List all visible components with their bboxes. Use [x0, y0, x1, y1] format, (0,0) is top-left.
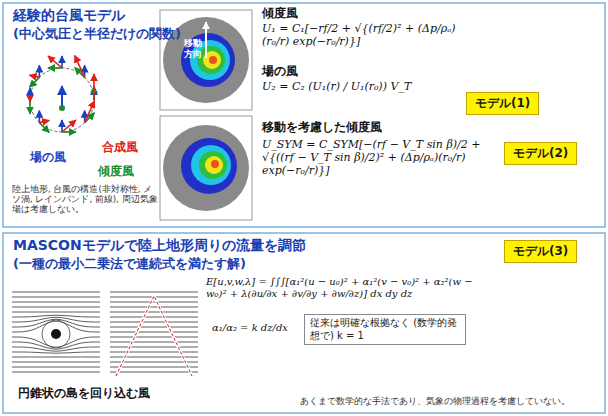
formula: U₂ = C₂ (U₁(r) / U₁(r₀)) V_T [262, 80, 452, 93]
streamline [12, 315, 100, 317]
wind-contour [181, 138, 237, 194]
typhoon-circle [30, 68, 94, 132]
note: あくまで数学的な手法であり、気象の物理過程を考慮していない。 [300, 396, 570, 406]
cone-outline [116, 296, 192, 376]
wind-contour [191, 145, 231, 185]
image-label: 移動方向 [184, 38, 204, 60]
panel-title: 経験的台風モデル [13, 7, 125, 25]
streamline [12, 352, 100, 353]
panel-title: MASCONモデルで陸上地形周りの流量を調節 [13, 237, 306, 255]
resultant-wind-arrow [48, 56, 62, 68]
streamline [110, 317, 198, 318]
field-wind-arrow [29, 88, 31, 100]
streamline [12, 302, 100, 303]
formula: α₁/α₂ = k dz/dx [212, 322, 294, 334]
streamline [12, 292, 100, 293]
field-wind-arrow [39, 65, 41, 77]
resultant-wind-arrow [62, 120, 76, 132]
wind-contour [199, 151, 227, 179]
streamline [110, 302, 198, 303]
wind-schematic [29, 55, 94, 132]
wind-contour [209, 56, 217, 64]
streamline [110, 312, 198, 313]
box-text: モデル(3) [513, 243, 568, 260]
wind-contour [211, 160, 219, 168]
streamline [12, 367, 100, 368]
island-dot [51, 329, 61, 339]
formula: U₁ = C₁[−rf/2 + √{(rf/2)² + (Δp/ρₐ)(r₀/r… [262, 22, 462, 48]
wind-label: 場の風 [30, 150, 66, 164]
resultant-wind-arrow [29, 100, 31, 102]
wind-contour [163, 125, 249, 211]
gradient-wind-arrow [48, 67, 62, 69]
model-tag: モデル(3) [504, 240, 577, 263]
figure-caption: 円錐状の島を回り込む風 [18, 386, 150, 400]
wind-contour [181, 33, 235, 87]
wind-label: 合成風 [102, 140, 138, 154]
wind-contour [205, 156, 223, 174]
streamline [110, 367, 198, 368]
note-box: 従来は明確な根拠なく (数学的発想で) k = 1 [304, 314, 466, 345]
formula: E[u,v,w,λ] = ∫∫∫[α₁²(u − u₀)² + α₁²(v − … [206, 276, 496, 300]
resultant-wind-arrow [39, 121, 49, 123]
model-tag: モデル(1) [466, 92, 539, 115]
streamline [110, 292, 198, 293]
resultant-wind-arrow [29, 75, 39, 77]
box-text: モデル(1) [475, 95, 530, 112]
box-text: 従来は明確な根拠なく (数学的発想で) k = 1 [310, 317, 460, 342]
streamline [12, 357, 100, 358]
typhoon-image [160, 116, 252, 220]
streamline [12, 297, 100, 298]
flow-around-island [12, 292, 100, 372]
streamline [110, 352, 198, 353]
gradient-wind-arrow [39, 123, 49, 133]
resultant-wind-arrow [75, 55, 85, 77]
typhoon-image [160, 10, 252, 110]
note: 陸上地形, 台風の構造(非対称性, メソ渦, レインバンド, 前線), 周辺気象… [12, 184, 158, 215]
wind-label: 傾度風 [98, 164, 134, 178]
streamline [12, 312, 100, 313]
image-frame [160, 116, 252, 220]
streamline [110, 332, 198, 333]
streamline [12, 362, 100, 363]
field-wind-arrow [61, 86, 63, 108]
field-wind-arrow [39, 111, 41, 123]
box-text: モデル(2) [513, 145, 568, 162]
island-outline [42, 320, 70, 348]
formula-heading: 傾度風 [262, 6, 298, 20]
panel-subtitle: (中心気圧と半径だけの関数) [13, 25, 181, 43]
field-wind-arrow [61, 56, 63, 68]
cone-outline [116, 296, 192, 376]
center-dot [59, 105, 65, 111]
formula-heading: 場の風 [262, 64, 298, 78]
gradient-wind-arrow [62, 131, 76, 133]
image-frame [160, 10, 252, 110]
streamline [12, 372, 100, 373]
streamline [12, 307, 100, 308]
streamline [110, 327, 198, 328]
streamline [110, 342, 198, 343]
panel-subtitle: (一種の最小二乗法で連続式を満たす解) [13, 255, 246, 273]
streamline [110, 322, 198, 323]
resultant-wind-arrow [85, 101, 95, 123]
formula: U_SYM = C_SYM[−(rf − V_T sin β)/2 + √{((… [262, 138, 494, 178]
streamline [110, 307, 198, 308]
resultant-wind-arrow [93, 74, 95, 100]
formula-heading: 移動を考慮した傾度風 [262, 120, 382, 134]
gradient-wind-arrow [29, 77, 39, 87]
streamline [110, 372, 198, 373]
model-tag: モデル(2) [504, 142, 577, 165]
streamline [110, 337, 198, 338]
gradient-wind-arrow [29, 100, 31, 114]
motion-arrow [205, 22, 207, 58]
streamline [110, 347, 198, 348]
field-wind-arrow [61, 120, 63, 132]
